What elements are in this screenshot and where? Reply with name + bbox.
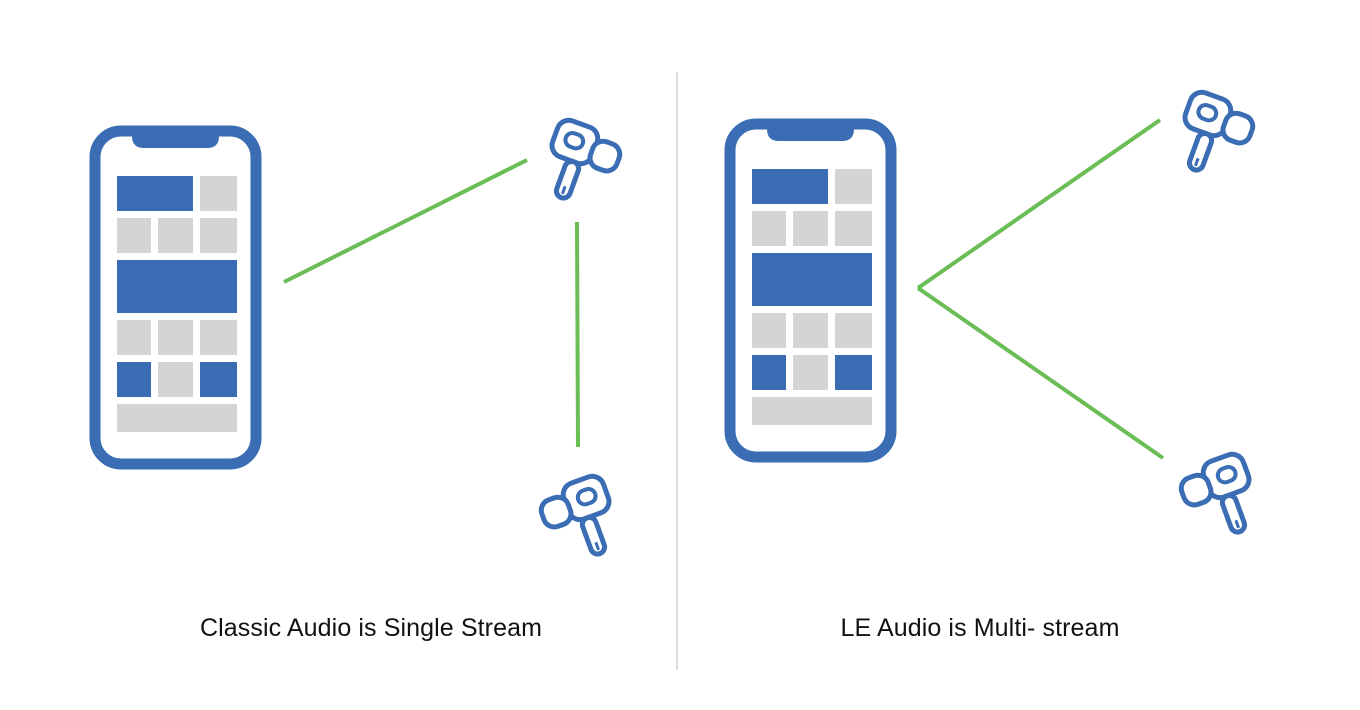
le-audio-caption: LE Audio is Multi- stream [840,614,1120,642]
le-audio-panel [724,89,1265,546]
stream-link-phone-to-earbud-top [916,118,1162,290]
classic-audio-caption: Classic Audio is Single Stream [199,614,543,642]
relay-link-earbud-to-earbud [575,221,580,448]
stream-link-phone-to-earbud-bottom [916,286,1165,460]
smartphone-icon [89,125,262,470]
earbud-icon [1175,451,1265,546]
earbud-icon [536,117,626,212]
smartphone-icon [724,118,897,463]
earbud-icon [1169,89,1259,184]
earbud-icon [535,473,625,568]
stream-link-phone-to-earbud [283,158,528,284]
classic-audio-panel [89,117,626,568]
